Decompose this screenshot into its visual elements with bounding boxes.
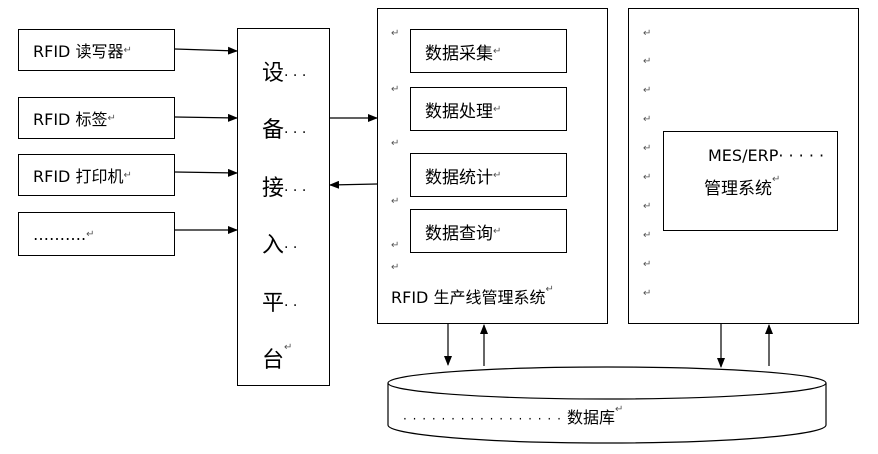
platform-char: 入· ·: [262, 233, 298, 258]
paragraph-mark: ↵: [391, 138, 400, 149]
platform-char: 台↵: [262, 342, 293, 373]
paragraph-mark: ↵: [643, 85, 652, 96]
platform-char: 备· · ·: [262, 118, 307, 143]
paragraph-mark: ↵: [643, 259, 652, 270]
device-label: ……….: [33, 224, 87, 244]
paragraph-mark: ↵: [643, 288, 652, 299]
paragraph-mark: ↵: [391, 262, 400, 273]
device-label: RFID 打印机: [33, 167, 124, 186]
paragraph-mark: ↵: [391, 196, 400, 207]
platform-char: 设· · ·: [262, 61, 307, 86]
paragraph-mark: ↵: [643, 143, 652, 154]
module-data-query: 数据查询↵: [410, 209, 567, 253]
paragraph-mark: ↵: [391, 84, 400, 95]
device-box-printer: RFID 打印机↵: [18, 154, 175, 196]
database-cylinder: [387, 366, 827, 444]
device-box-other: ……….↵: [18, 212, 175, 256]
device-box-reader: RFID 读写器↵: [18, 29, 175, 71]
platform-char: 接· · ·: [262, 176, 307, 201]
platform-char: 平· ·: [262, 291, 298, 316]
device-label: RFID 读写器: [33, 42, 124, 61]
device-access-platform: [237, 28, 330, 386]
arrow-tag-to-platform: [174, 113, 238, 122]
device-box-tag: RFID 标签↵: [18, 97, 175, 139]
database-label: · · · · · · · · · · · · · · · · · 数据库↵: [403, 404, 624, 427]
line-system-title: RFID 生产线管理系统↵: [391, 284, 554, 307]
paragraph-mark: ↵: [643, 201, 652, 212]
arrow-printer-to-platform: [174, 168, 238, 177]
module-data-collection: 数据采集↵: [410, 29, 567, 73]
paragraph-mark: ↵: [643, 230, 652, 241]
paragraph-mark: ↵: [123, 44, 132, 56]
paragraph-mark: ↵: [86, 228, 95, 240]
mes-erp-system-box: [663, 131, 838, 231]
paragraph-mark: ↵: [643, 172, 652, 183]
module-data-processing: 数据处理↵: [410, 87, 567, 131]
paragraph-mark: ↵: [643, 28, 652, 39]
mes-erp-line2: 管理系统↵: [704, 174, 781, 199]
paragraph-mark: ↵: [123, 169, 132, 181]
paragraph-mark: ↵: [391, 240, 400, 251]
device-label: RFID 标签: [33, 110, 108, 129]
paragraph-mark: ↵: [107, 112, 116, 124]
arrow-system-to-platform: [329, 180, 378, 189]
paragraph-mark: ↵: [643, 114, 652, 125]
mes-erp-line1: MES/ERP· · · · ·: [708, 146, 825, 165]
paragraph-mark: ↵: [643, 56, 652, 67]
arrow-reader-to-platform: [174, 46, 238, 55]
paragraph-mark: ↵: [391, 28, 400, 39]
module-data-statistics: 数据统计↵: [410, 153, 567, 197]
